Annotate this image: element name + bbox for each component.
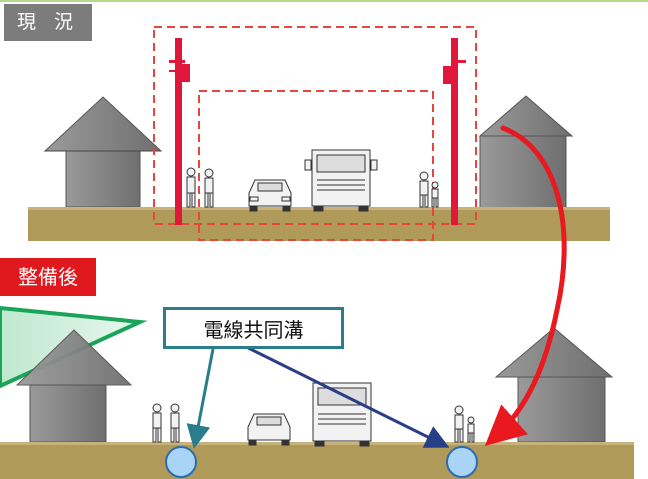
arrow-icon xyxy=(211,328,450,448)
pedestrian-icon xyxy=(152,403,180,443)
dashed-outline xyxy=(153,26,477,225)
house-icon xyxy=(494,327,614,443)
house-icon xyxy=(43,96,163,208)
pedestrian-icon xyxy=(186,167,214,208)
pedestrian-icon xyxy=(419,171,439,208)
arrow-icon xyxy=(484,125,567,447)
car-icon xyxy=(247,413,291,446)
conduit-circle-icon xyxy=(165,446,197,478)
utility-pole-icon xyxy=(169,38,190,225)
conduit-callout-label: 電線共同溝 xyxy=(163,307,344,349)
truck-icon xyxy=(312,382,372,447)
utility-pole-icon xyxy=(443,38,466,225)
improved-scene xyxy=(0,305,634,479)
label-after-improvement: 整備後 xyxy=(0,258,96,296)
dashed-outline xyxy=(198,90,434,241)
current-scene xyxy=(28,26,610,241)
conduit-circle-icon xyxy=(446,446,478,478)
arrow-icon xyxy=(186,348,215,449)
car-icon xyxy=(248,179,292,212)
pedestrian-icon xyxy=(454,405,475,443)
truck-icon xyxy=(304,149,378,212)
ground xyxy=(0,442,634,479)
label-current: 現 況 xyxy=(4,4,92,41)
